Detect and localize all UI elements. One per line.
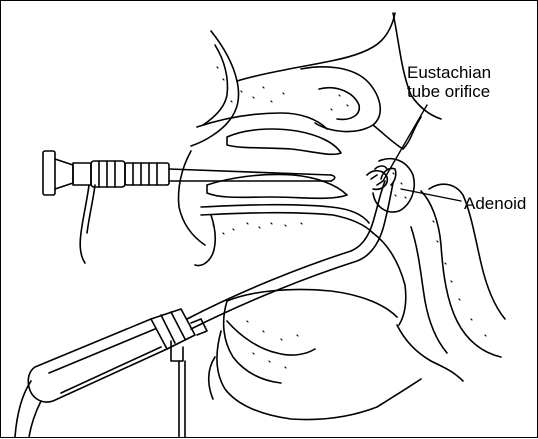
hard-palate [201,213,373,233]
nasal-endoscope [43,151,335,263]
mandible [217,331,377,420]
handle-stem [179,361,185,437]
eustachian-label-line1: Eustachian [407,63,491,82]
tongue-dorsum [227,289,397,317]
eustachian-label-line2: tube orifice [407,82,491,101]
cranial-base [237,13,395,81]
endoscope-body [73,163,91,185]
clivus [373,117,421,149]
oral-floor [227,321,315,355]
handle-body [28,319,167,402]
chin [209,357,215,399]
sphenoid-sinus [301,67,380,132]
endoscope-eyepiece [43,151,55,195]
epiglottis [397,325,463,381]
adenoid-label: Adenoid [464,194,526,213]
posterior-pharyngeal-wall [421,191,501,357]
endoscope-shaft [169,169,331,181]
instrument-shaft-upper [187,181,385,319]
larynx [377,379,421,407]
handle-cable [15,381,41,437]
superior-turbinate [197,113,327,129]
eustachian-tube-label: Eustachian tube orifice [407,63,491,101]
sphenoid-inner [319,88,359,120]
upper-lip [179,151,206,245]
inferior-turbinate [207,174,347,198]
eustachian-leader-line [383,105,427,181]
curved-instrument [187,166,396,329]
tissue-stipple [213,67,486,368]
nasal-bone [191,31,239,146]
instrument-handle [15,309,207,437]
nasal-bone-inner [203,45,228,125]
middle-turbinate [227,129,341,154]
